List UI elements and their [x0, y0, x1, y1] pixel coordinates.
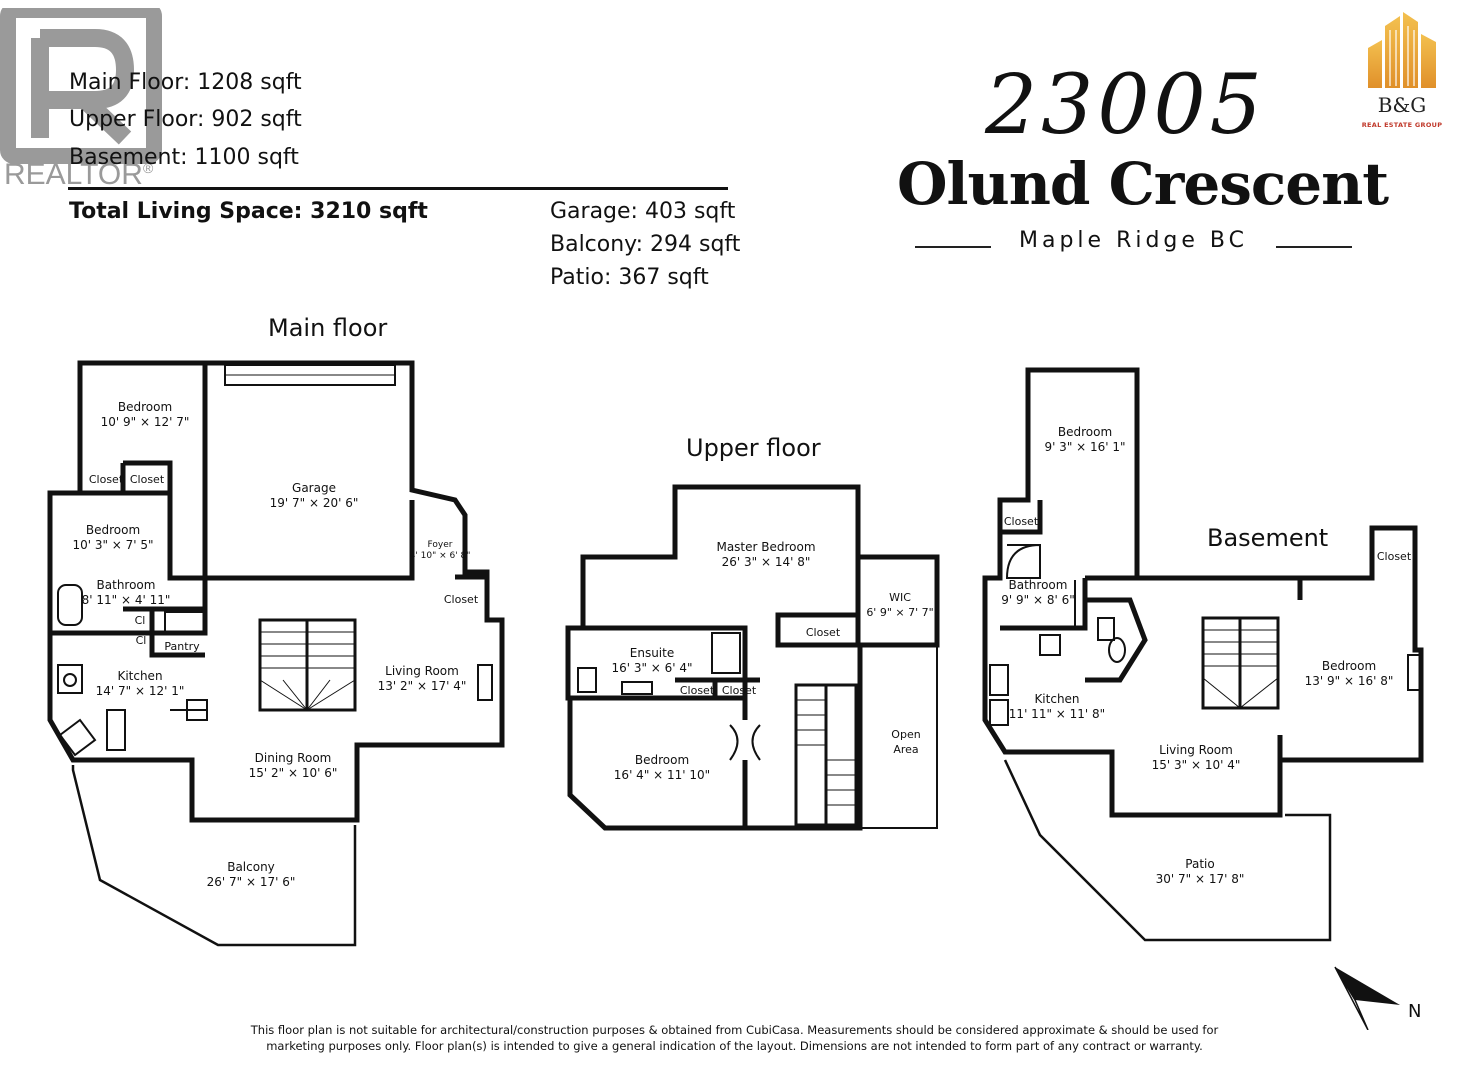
balcony-area: Balcony: 294 sqft	[550, 232, 741, 257]
upper-closet2-label: Closet	[679, 684, 715, 697]
patio-outline	[1003, 759, 1332, 942]
upper-fixtures	[577, 632, 761, 761]
disclaimer-line1: This floor plan is not suitable for arch…	[250, 1023, 1219, 1037]
total-living-space: Total Living Space: 3210 sqft	[69, 199, 428, 224]
basement-fixtures	[989, 544, 1421, 726]
basement-closet1-label: Closet	[1003, 515, 1039, 528]
realtor-watermark-icon	[0, 8, 162, 164]
city-line: Maple Ridge BC	[915, 228, 1352, 264]
balcony-outline	[71, 765, 357, 947]
disclaimer-line2: marketing purposes only. Floor plan(s) i…	[266, 1039, 1203, 1053]
main-closet2-label: Closet	[129, 473, 165, 486]
main-stairs	[258, 618, 357, 712]
basement-stairs	[1201, 616, 1280, 710]
north-arrow-icon	[1334, 966, 1400, 1030]
address-number: 23005	[985, 58, 1266, 153]
disclaimer: This floor plan is not suitable for arch…	[0, 1022, 1469, 1054]
realtor-watermark-text: REALTOR®	[4, 158, 154, 191]
upper-closet1-label: Closet	[805, 626, 841, 639]
main-fixtures	[57, 584, 493, 757]
logo-name: B&G	[1377, 93, 1427, 117]
upper-closet3-label: Closet	[721, 684, 757, 697]
main-pantry-label: Pantry	[164, 640, 200, 653]
basement-area: Basement: 1100 sqft	[69, 145, 299, 170]
city-rule-left	[915, 246, 991, 248]
upper-floor-title: Upper floor	[686, 434, 821, 462]
patio-area: Patio: 367 sqft	[550, 265, 709, 290]
upper-floor-walls	[565, 484, 940, 831]
upper-floor-area: Upper Floor: 902 sqft	[69, 107, 302, 132]
main-closet3-label: Closet	[443, 593, 479, 606]
open-area-outline	[860, 644, 938, 829]
city-name: Maple Ridge BC	[1019, 228, 1248, 253]
logo-subtitle: REAL ESTATE GROUP	[1361, 121, 1443, 129]
main-cl2-label: Cl	[135, 634, 147, 647]
upper-stairs	[794, 683, 858, 827]
stats-divider	[68, 187, 728, 190]
main-cl1-label: Cl	[134, 614, 146, 627]
north-label: N	[1408, 1001, 1422, 1022]
bg-logo-icon	[1368, 12, 1436, 88]
street-name: Olund Crescent	[897, 150, 1389, 218]
basement-closet2-label: Closet	[1376, 550, 1412, 563]
city-rule-right	[1276, 246, 1352, 248]
main-floor-area: Main Floor: 1208 sqft	[69, 70, 302, 95]
basement-walls	[982, 367, 1424, 818]
garage-area: Garage: 403 sqft	[550, 199, 736, 224]
basement-title: Basement	[1207, 524, 1329, 552]
main-floor-title: Main floor	[268, 314, 388, 342]
main-closet1-label: Closet	[88, 473, 124, 486]
garage-door	[224, 364, 396, 386]
